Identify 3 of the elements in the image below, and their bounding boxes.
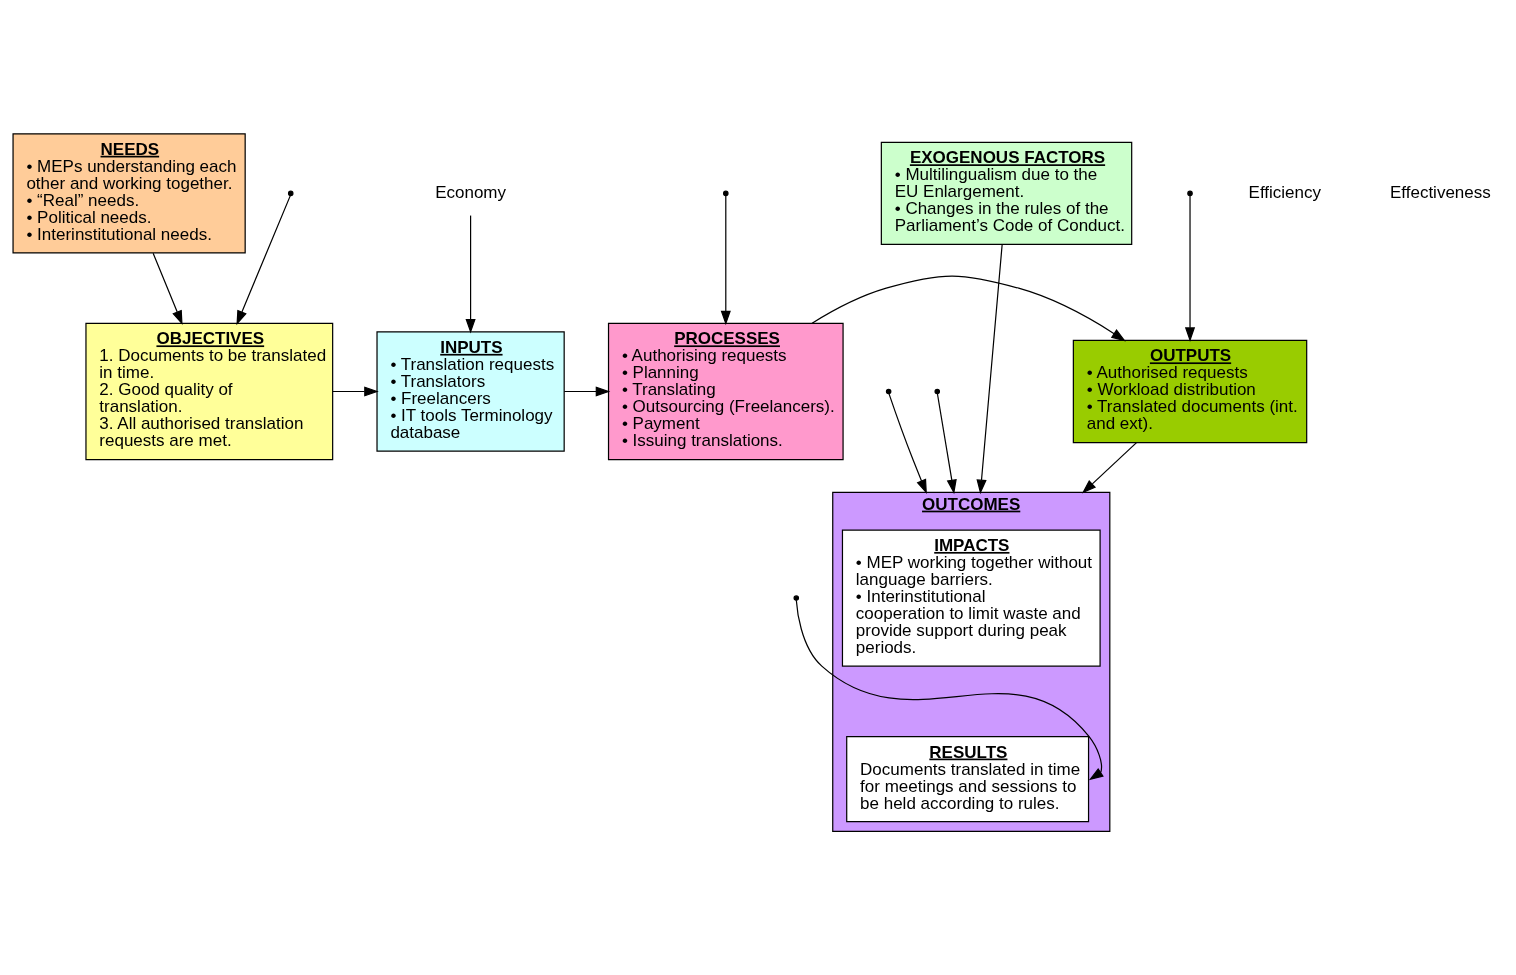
label: Effectiveness bbox=[1389, 182, 1491, 202]
node-text: Economy bbox=[435, 182, 507, 202]
label: Efficiency bbox=[1248, 182, 1322, 202]
